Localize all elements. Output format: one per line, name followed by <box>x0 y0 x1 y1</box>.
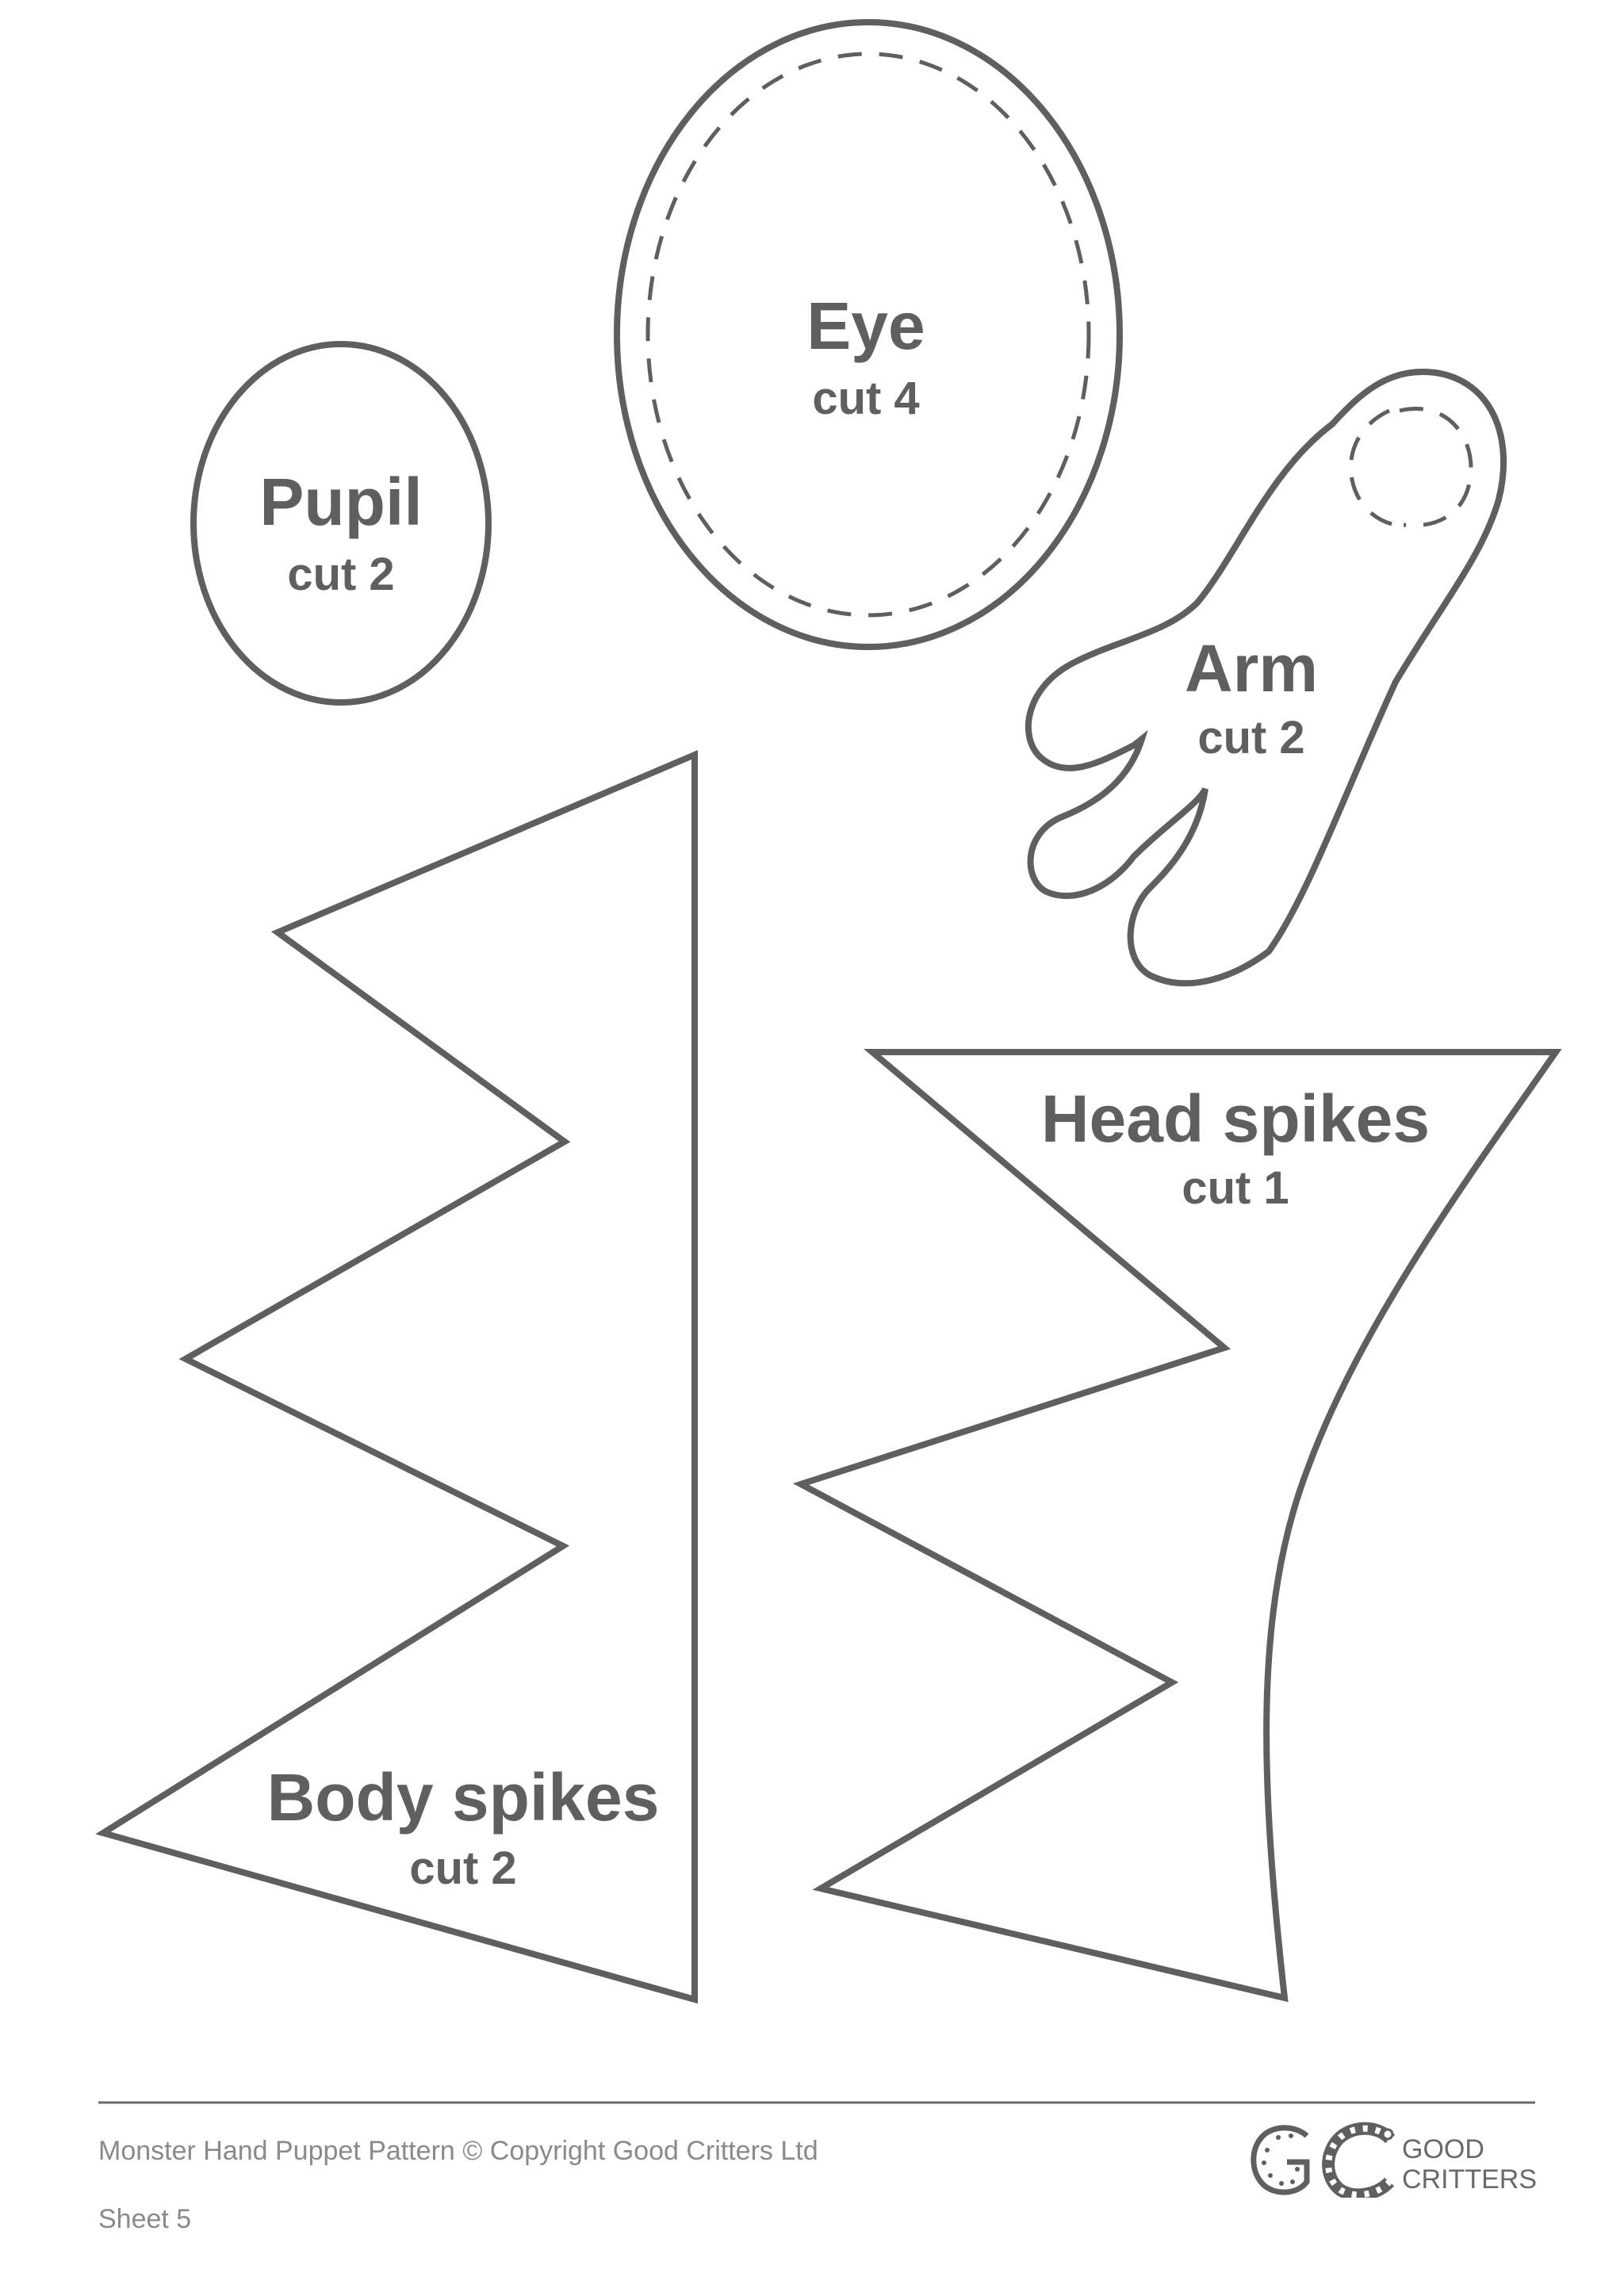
brand-name-line2: CRITTERS <box>1402 2164 1537 2195</box>
pupil-cut-label: cut 2 <box>287 549 394 600</box>
head-spikes-label: Head spikes <box>1041 1081 1430 1156</box>
pupil-label: Pupil <box>259 465 422 539</box>
eye-label: Eye <box>806 289 925 363</box>
head-spikes-piece <box>792 1049 1562 2003</box>
good-critters-logo-icon <box>1251 2122 1396 2198</box>
body-spikes-piece: Body spikes cut 2 <box>95 749 698 2004</box>
body-spikes-label: Body spikes <box>267 1760 660 1835</box>
eye-piece: Eye cut 4 <box>614 19 1123 650</box>
arm-label: Arm <box>1185 631 1318 706</box>
pupil-piece: Pupil cut 2 <box>190 341 492 706</box>
eye-seam-line <box>645 52 1091 618</box>
brand-name: GOOD CRITTERS <box>1402 2134 1537 2195</box>
arm-cut-label: cut 2 <box>1197 712 1304 763</box>
brand-name-line1: GOOD <box>1402 2134 1484 2164</box>
body-spikes-cut-label: cut 2 <box>409 1843 516 1894</box>
head-spikes-cut-label: cut 1 <box>1182 1162 1289 1214</box>
eye-cut-label: cut 4 <box>812 373 919 424</box>
arm-piece: Arm cut 2 <box>1025 368 1507 987</box>
footer-copyright: Monster Hand Puppet Pattern © Copyright … <box>98 2136 818 2166</box>
footer-sheet-number: Sheet 5 <box>98 2204 192 2234</box>
